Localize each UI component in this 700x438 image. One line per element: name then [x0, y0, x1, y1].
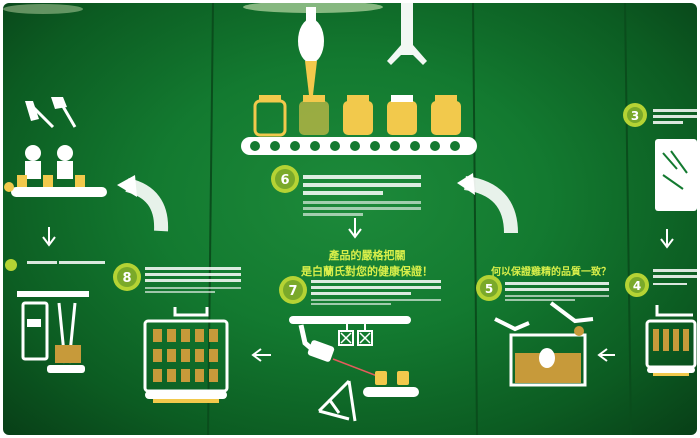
sterilizer-cabinet-graphic	[143, 307, 229, 403]
left-arrow	[251, 348, 271, 362]
left-step-text-block	[27, 261, 105, 264]
step-number: 3	[631, 109, 639, 123]
step-5-text-block	[505, 282, 609, 301]
panel-seam	[207, 3, 214, 435]
step-7-text-block	[311, 280, 441, 305]
down-arrow	[660, 229, 674, 249]
step-number: 5	[485, 282, 493, 296]
down-arrow	[348, 218, 362, 239]
curved-arrow-head	[457, 173, 475, 195]
panel-seam	[624, 3, 632, 435]
center-title-line2: 是白蘭氏對您的健康保證！	[300, 264, 433, 278]
ceiling-light	[3, 4, 83, 14]
edge-marker	[4, 182, 14, 192]
packing-station-graphic	[11, 97, 107, 197]
jar-row-graphic	[253, 95, 461, 137]
step-8-text-block	[145, 267, 241, 293]
filling-station-graphic	[298, 3, 427, 95]
step-badge-7: 7	[279, 276, 307, 304]
step-number: 8	[122, 271, 131, 286]
conveyor-belt-graphic	[241, 137, 477, 155]
step-number: 7	[288, 284, 297, 299]
step-badge-6: 6	[271, 165, 299, 193]
exhibit-graphics: 6 產品的嚴格把關 是白蘭氏對您的健康保證！ 7	[3, 3, 697, 435]
right-title: 何以保證雞精的品質一致？	[491, 265, 611, 278]
step-badge-3: 3	[623, 103, 647, 127]
step-number: 4	[633, 279, 641, 293]
center-title-line1: 產品的嚴格把關	[328, 248, 406, 262]
step-badge-5: 5	[476, 275, 502, 301]
step-3-text-block	[653, 109, 697, 124]
step-badge-8: 8	[113, 263, 141, 291]
extraction-tank-graphic	[645, 305, 697, 376]
cooking-pot-graphic	[494, 301, 594, 387]
panel-seam	[472, 3, 478, 435]
filling-machine-graphic	[17, 291, 89, 373]
left-arrow	[597, 348, 615, 362]
step-6-text-block	[303, 175, 421, 216]
step-number: 6	[280, 173, 289, 188]
edge-marker	[5, 259, 17, 271]
step-badge-4: 4	[625, 273, 649, 297]
deboning-machine-graphic	[655, 139, 697, 211]
down-arrow	[42, 227, 56, 247]
inspection-station-graphic	[289, 316, 419, 422]
step-4-text-block	[653, 269, 697, 285]
exhibit-wall-photo: 6 產品的嚴格把關 是白蘭氏對您的健康保證！ 7	[3, 3, 697, 435]
curved-arrow-head	[117, 175, 137, 197]
